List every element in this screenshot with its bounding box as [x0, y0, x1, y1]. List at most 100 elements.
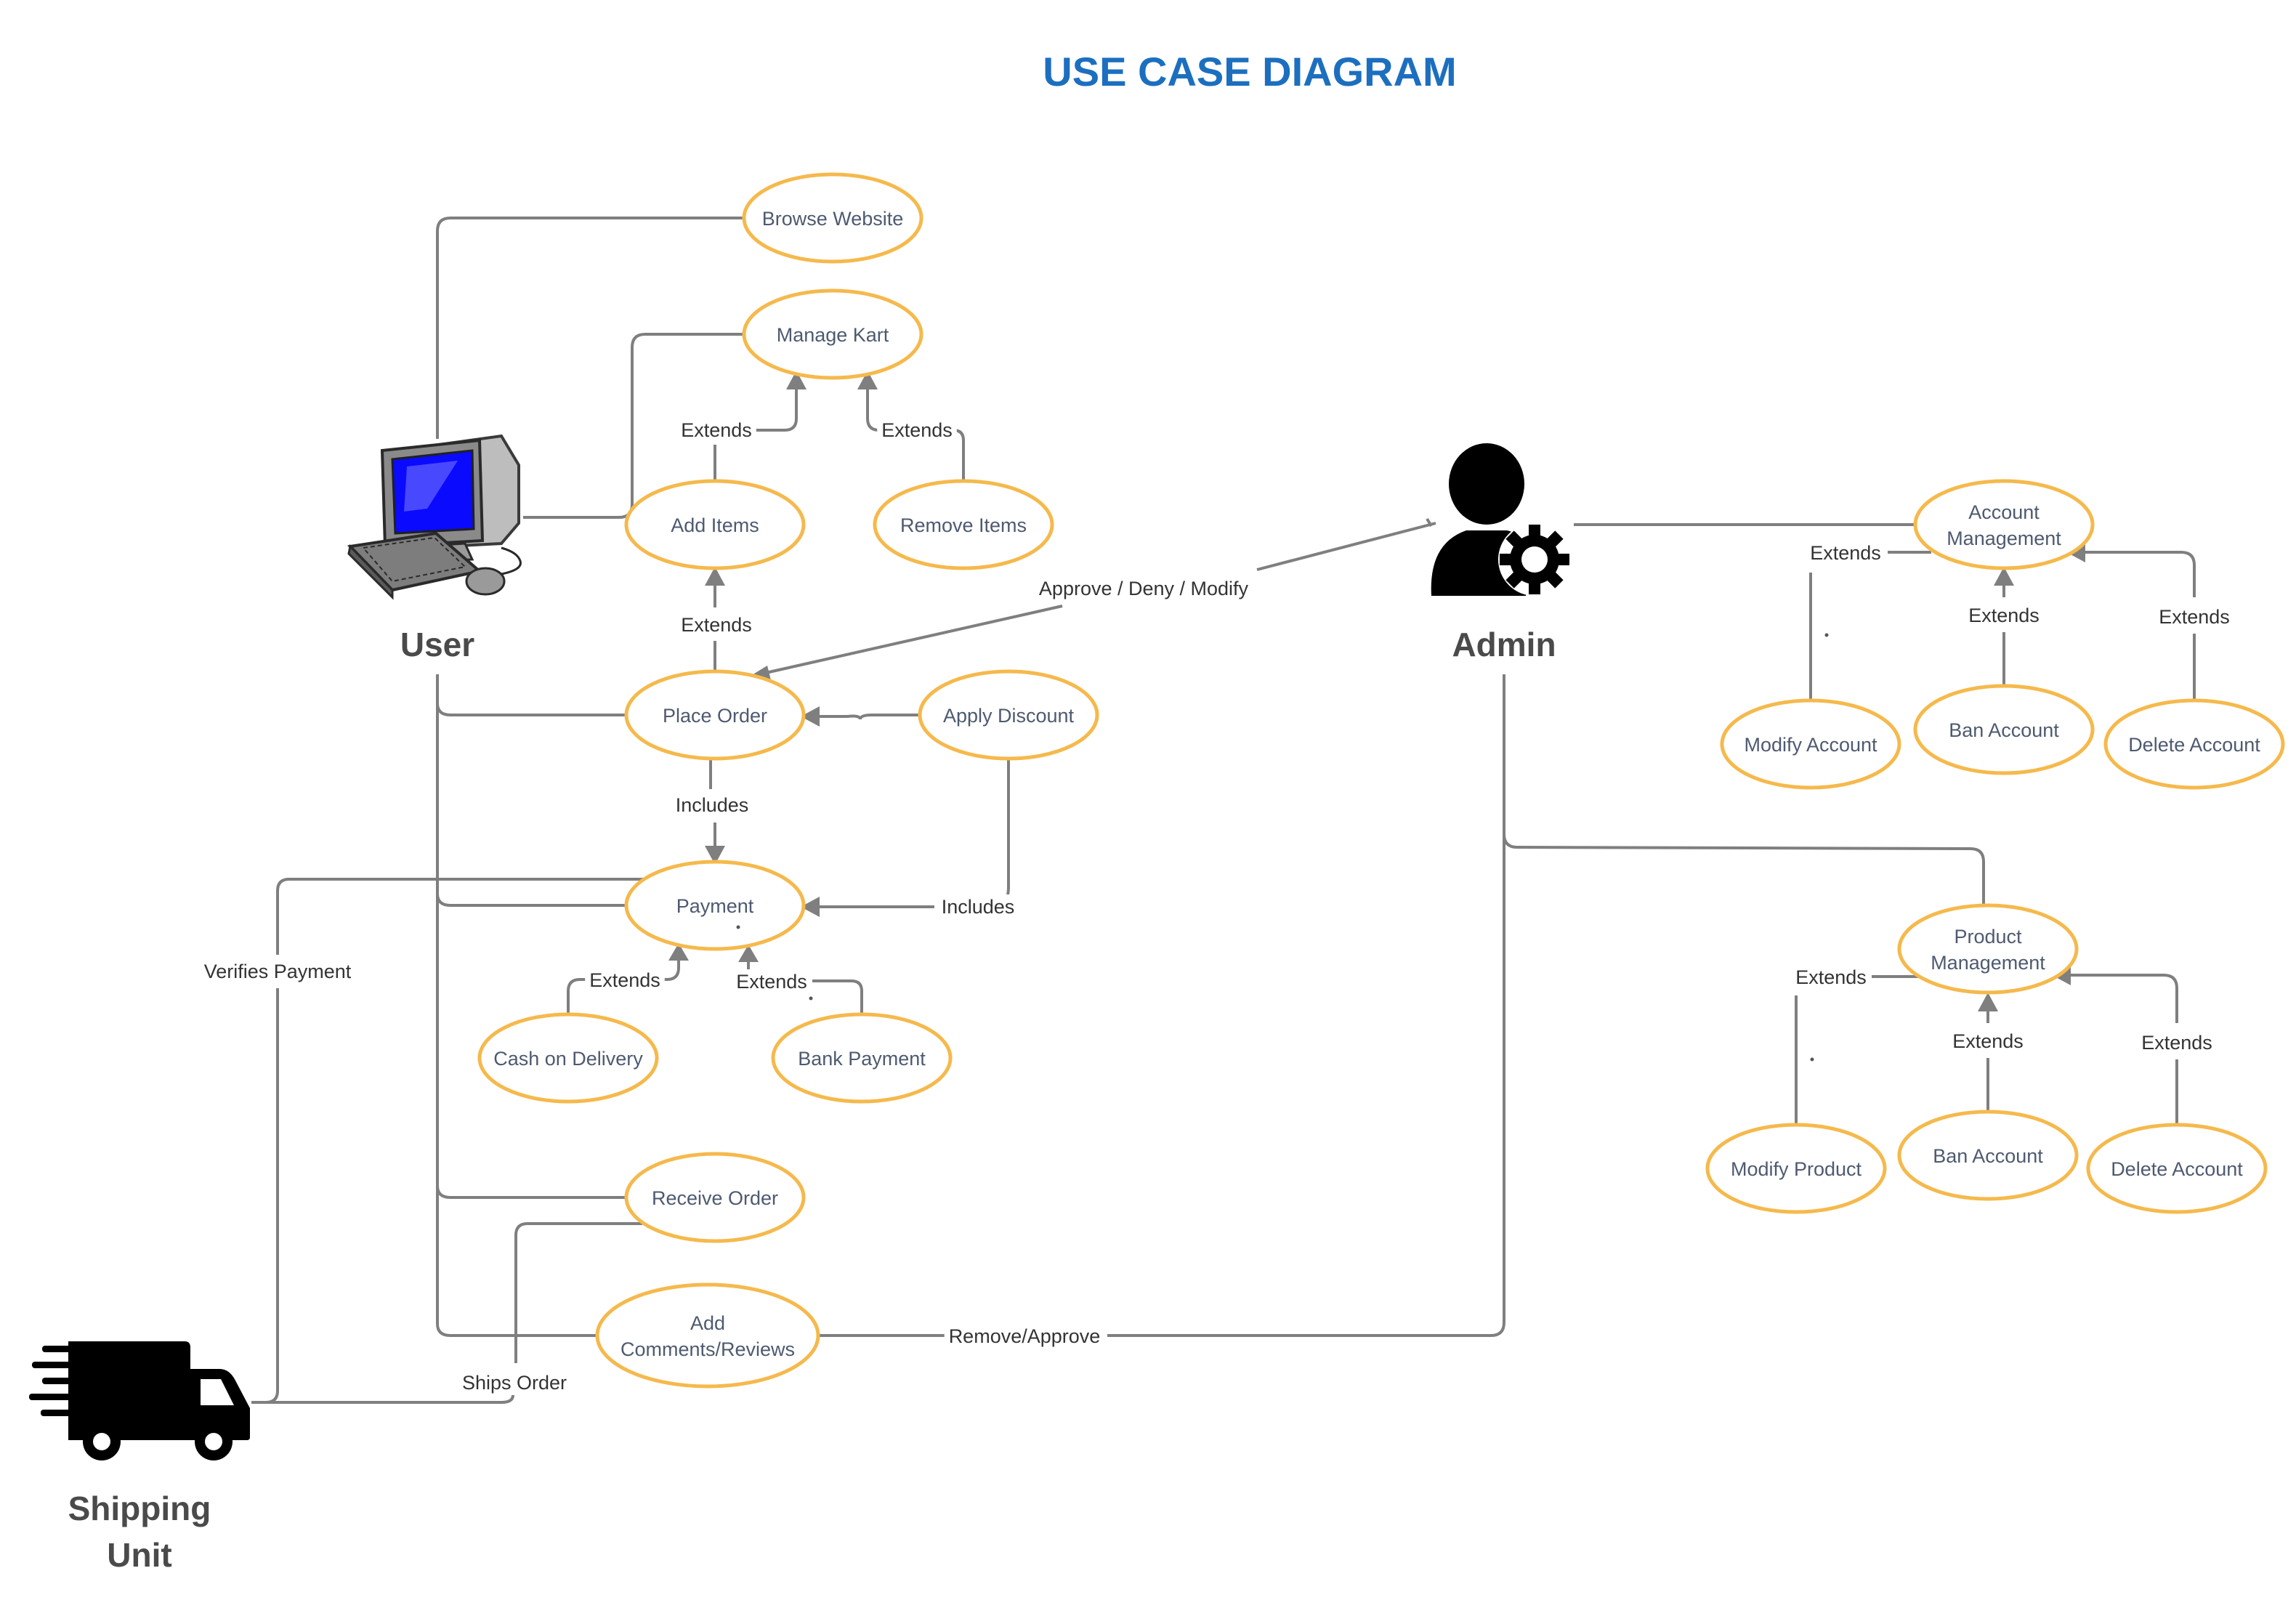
use-case-label: Modify Account: [1744, 734, 1877, 756]
use-case-place-order[interactable]: Place Order: [624, 669, 806, 761]
arrow-head: [1978, 993, 1998, 1011]
use-case-modify-product[interactable]: Modify Product: [1705, 1123, 1887, 1214]
relation-label-remove-approve: Remove/Approve: [949, 1325, 1101, 1347]
use-cases: Browse Website Manage Kart Add Items Rem…: [477, 172, 2285, 1389]
use-case-account-management[interactable]: Account Management: [1913, 479, 2095, 570]
edge-admin-tick: [1426, 517, 1433, 528]
actor-user[interactable]: User: [347, 434, 522, 663]
use-case-label: Place Order: [663, 705, 767, 727]
arrow-head: [801, 897, 820, 917]
arrow-head: [705, 567, 725, 586]
desktop-computer-icon: [347, 434, 522, 600]
use-case-add-items[interactable]: Add Items: [624, 479, 806, 570]
relation-label-ships-order: Ships Order: [462, 1372, 567, 1394]
relation-labels: Extends Extends Extends Approve / Deny /…: [199, 418, 2234, 1395]
use-case-label: Add Items: [671, 514, 759, 536]
arrow-head: [801, 706, 820, 727]
edge-user-trunk: [436, 674, 597, 1337]
edge-apply-discount-includes: [940, 759, 1010, 908]
relation-label-approve-deny-modify: Approve / Deny / Modify: [1039, 578, 1249, 599]
connectors: [251, 217, 2196, 1404]
use-case-delete-account-product[interactable]: Delete Account: [2086, 1123, 2268, 1214]
edge-admin-place-order: [1256, 522, 1436, 571]
use-case-label: Delete Account: [2128, 734, 2260, 756]
use-case-label: Remove Items: [900, 514, 1027, 536]
relation-label-background: [2137, 1030, 2217, 1055]
use-case-label: Apply Discount: [943, 705, 1075, 727]
edge-user-receive-order: [436, 1185, 626, 1199]
arrow-head: [668, 943, 689, 961]
use-case-label: Delete Account: [2111, 1158, 2243, 1180]
edge-admin-trunk: [1107, 674, 1505, 1337]
actor-shipping-label-line2: Unit: [107, 1536, 171, 1574]
use-case-label-line1: Add: [690, 1312, 725, 1334]
relation-label-background: [944, 1324, 1105, 1349]
arrow-head: [857, 371, 878, 389]
use-case-label: Ban Account: [1933, 1145, 2043, 1167]
use-case-remove-items[interactable]: Remove Items: [873, 479, 1054, 570]
use-case-label: Modify Product: [1731, 1158, 1862, 1180]
edge-user-place-order: [436, 703, 626, 716]
relation-label-background: [732, 969, 812, 994]
use-case-label: Manage Kart: [777, 324, 889, 346]
edge-extends-to-manage-kart-left: [756, 387, 798, 432]
use-case-add-comments-reviews[interactable]: Add Comments/Reviews: [595, 1282, 820, 1389]
use-case-cash-on-delivery[interactable]: Cash on Delivery: [477, 1012, 659, 1104]
edge-delete-to-account: [2084, 551, 2196, 597]
relation-label-background: [457, 1370, 572, 1395]
diagram-title: USE CASE DIAGRAM: [1043, 49, 1456, 94]
use-case-modify-account[interactable]: Modify Account: [1720, 698, 1901, 790]
use-case-browse-website[interactable]: Browse Website: [742, 172, 923, 264]
use-case-delete-account[interactable]: Delete Account: [2103, 698, 2285, 790]
relation-label-background: [1034, 576, 1253, 601]
edge-shipping-ships: [251, 1394, 514, 1404]
edge-user-payment: [436, 893, 626, 907]
use-case-ban-account-product[interactable]: Ban Account: [1897, 1110, 2079, 1201]
use-case-bank-payment[interactable]: Bank Payment: [771, 1012, 953, 1104]
relation-label-background: [2154, 605, 2234, 629]
arrow-head: [705, 846, 725, 865]
edge-extends-to-manage-kart-right: [866, 387, 880, 432]
relation-label-includes: Includes: [676, 794, 749, 816]
relation-label-extends: Extends: [2141, 1032, 2212, 1054]
relation-label-extends: Extends: [736, 971, 807, 993]
relation-label-background: [877, 418, 957, 443]
use-case-manage-kart[interactable]: Manage Kart: [742, 288, 923, 380]
use-case-label: Cash on Delivery: [493, 1048, 643, 1070]
use-case-apply-discount[interactable]: Apply Discount: [918, 669, 1099, 761]
actor-admin-label: Admin: [1452, 626, 1556, 663]
use-case-label-line2: Management: [1947, 528, 2061, 549]
admin-gear-user-icon: [1431, 443, 1571, 596]
use-case-label-line2: Comments/Reviews: [621, 1338, 795, 1360]
use-case-label-line1: Product: [1954, 926, 2022, 948]
actor-shipping-unit[interactable]: Shipping Unit: [29, 1341, 250, 1574]
use-case-payment[interactable]: Payment: [624, 860, 806, 951]
relation-label-extends: Extends: [589, 969, 660, 991]
relation-label-background: [1806, 541, 1885, 565]
relation-label-extends: Extends: [1968, 605, 2040, 626]
edge-user-manage-kart: [523, 333, 743, 519]
actor-admin[interactable]: Admin: [1431, 443, 1571, 663]
edge-approve-to-place-order: [765, 605, 1063, 674]
relation-label-background: [676, 613, 756, 637]
arrow-head: [786, 371, 807, 389]
edge-shipping-verifies: [251, 988, 279, 1404]
use-case-receive-order[interactable]: Receive Order: [624, 1152, 806, 1243]
relation-label-extends: Extends: [681, 614, 752, 636]
use-case-label: Receive Order: [652, 1187, 778, 1209]
relation-label-extends: Extends: [1952, 1030, 2024, 1052]
relation-label-background: [1948, 1029, 2028, 1054]
use-case-product-management[interactable]: Product Management: [1897, 903, 2079, 995]
actor-shipping-label-line1: Shipping: [68, 1490, 211, 1527]
edge-user-browse: [436, 217, 743, 439]
relation-label-extends: Extends: [881, 419, 953, 441]
relation-label-background: [1791, 965, 1871, 990]
edge-admin-product-mgmt: [1503, 833, 1985, 907]
edge-cod-to-payment: [661, 959, 680, 981]
use-case-ban-account[interactable]: Ban Account: [1913, 684, 2095, 775]
relation-label-background: [585, 968, 665, 993]
arrow-head: [1994, 567, 2014, 586]
relation-label-background: [1964, 603, 2044, 628]
edge-ships-to-receive: [514, 1222, 642, 1363]
